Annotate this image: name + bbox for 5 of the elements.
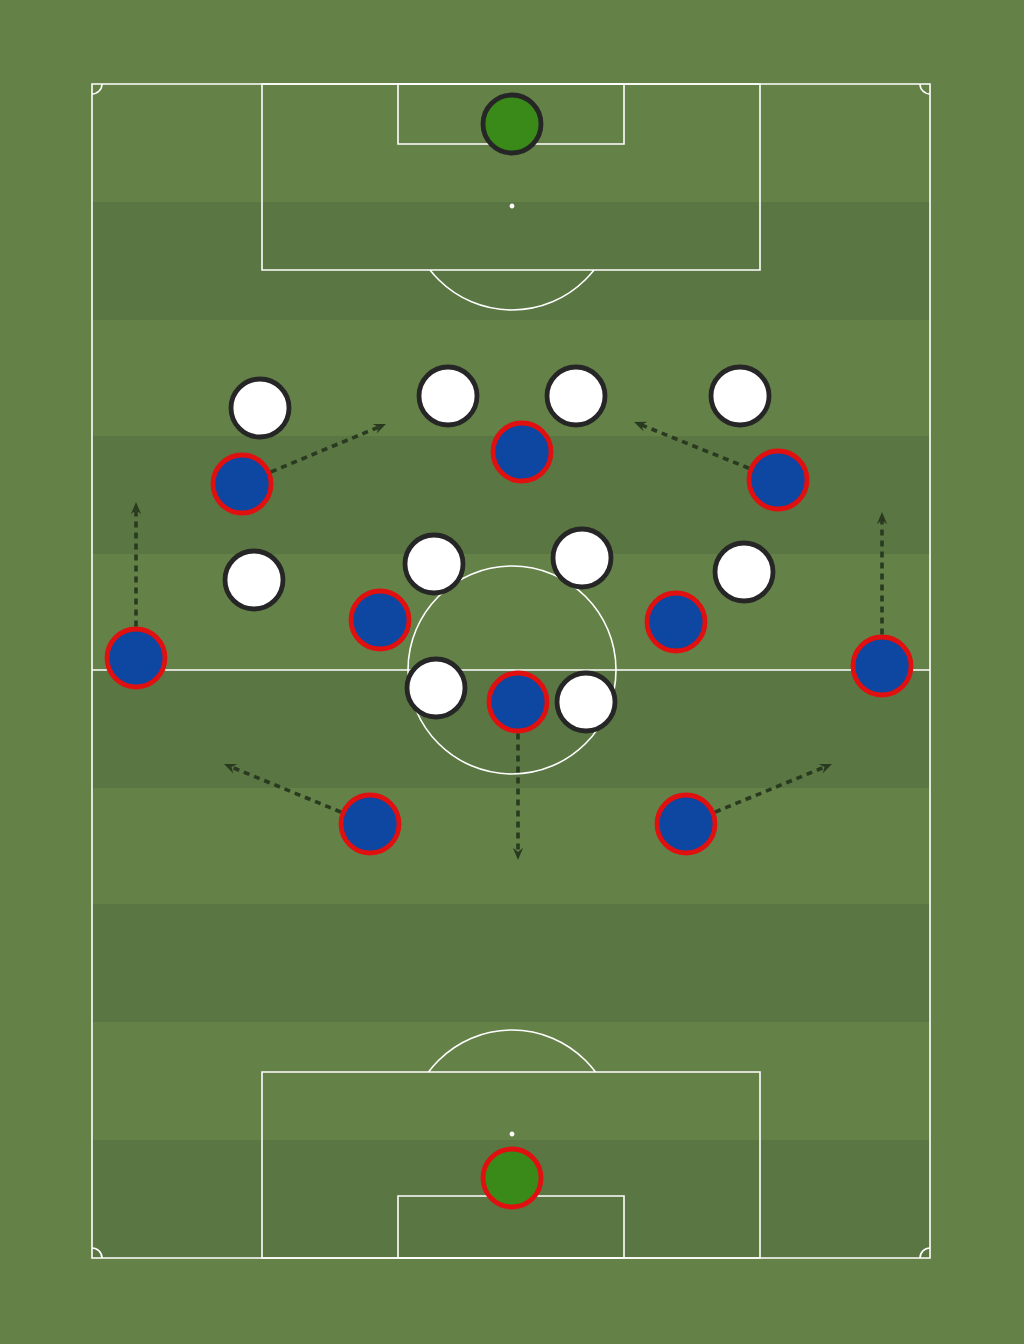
player-marker (104, 626, 168, 690)
player-marker (712, 540, 776, 604)
player-marker (480, 1146, 544, 1210)
player-marker (554, 670, 618, 734)
player-marker (486, 670, 550, 734)
